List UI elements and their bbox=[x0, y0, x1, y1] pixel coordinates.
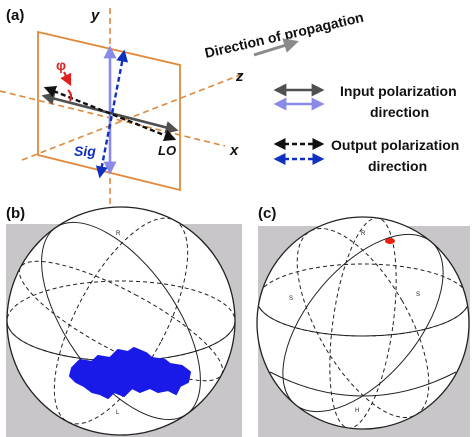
x-axis-line bbox=[0, 90, 226, 147]
legend-output-line1: Output polarization bbox=[331, 137, 459, 153]
panel-a: (a) φ Sig LO y z x Direction of propagat… bbox=[0, 7, 459, 210]
panel-c: (c) R H S S bbox=[256, 205, 470, 437]
sphere-c-mark-bottom: H bbox=[355, 408, 359, 414]
polarization-plane bbox=[37, 30, 181, 192]
z-axis-line bbox=[21, 74, 241, 161]
sphere-b-meridian-2 bbox=[41, 221, 201, 421]
panel-b: (b) R L bbox=[6, 205, 242, 437]
sphere-b-meridian-1 bbox=[53, 217, 189, 425]
sig-label: Sig bbox=[74, 143, 96, 159]
legend-input-line2: direction bbox=[370, 104, 429, 120]
x-axis-label: x bbox=[229, 142, 239, 159]
sphere-b-mark-top: R bbox=[116, 231, 121, 237]
sig-output-arrow bbox=[95, 49, 129, 179]
sphere-b-mark-bottom: L bbox=[116, 410, 120, 416]
sphere-c-measurement-point bbox=[385, 238, 395, 244]
sphere-c-mark-left: S bbox=[289, 296, 293, 302]
phi-pointer-arrow bbox=[60, 71, 72, 87]
propagation-arrow bbox=[253, 38, 299, 57]
panel-c-tag: (c) bbox=[258, 205, 276, 222]
panel-a-tag: (a) bbox=[6, 7, 24, 24]
y-axis-label: y bbox=[90, 7, 100, 24]
legend-output-line2: direction bbox=[368, 158, 427, 174]
legend: Input polarization direction Output pola… bbox=[273, 83, 459, 174]
propagation-label: Direction of propagation bbox=[203, 9, 365, 61]
legend-input-line1: Input polarization bbox=[340, 83, 457, 99]
phi-angle-arc bbox=[67, 89, 73, 102]
sphere-c-meridian-3 bbox=[329, 217, 397, 429]
sphere-c-mark-top: R bbox=[361, 231, 366, 237]
phi-label: φ bbox=[56, 57, 66, 73]
lo-output-arrow bbox=[43, 85, 177, 142]
z-axis-label: z bbox=[235, 68, 244, 85]
sphere-c-meridian-1 bbox=[296, 227, 430, 419]
sphere-b-measurement-points bbox=[69, 347, 191, 399]
sphere-c-equator-front bbox=[257, 299, 469, 337]
poincare-sphere-c bbox=[256, 216, 470, 430]
sphere-b-meridian-3 bbox=[18, 260, 224, 382]
panel-b-tag: (b) bbox=[6, 205, 25, 222]
sphere-c-mark-right: S bbox=[416, 292, 420, 298]
poincare-sphere-b bbox=[6, 206, 236, 436]
lo-label: LO bbox=[158, 143, 176, 158]
sphere-c-lower-arc bbox=[269, 371, 457, 397]
